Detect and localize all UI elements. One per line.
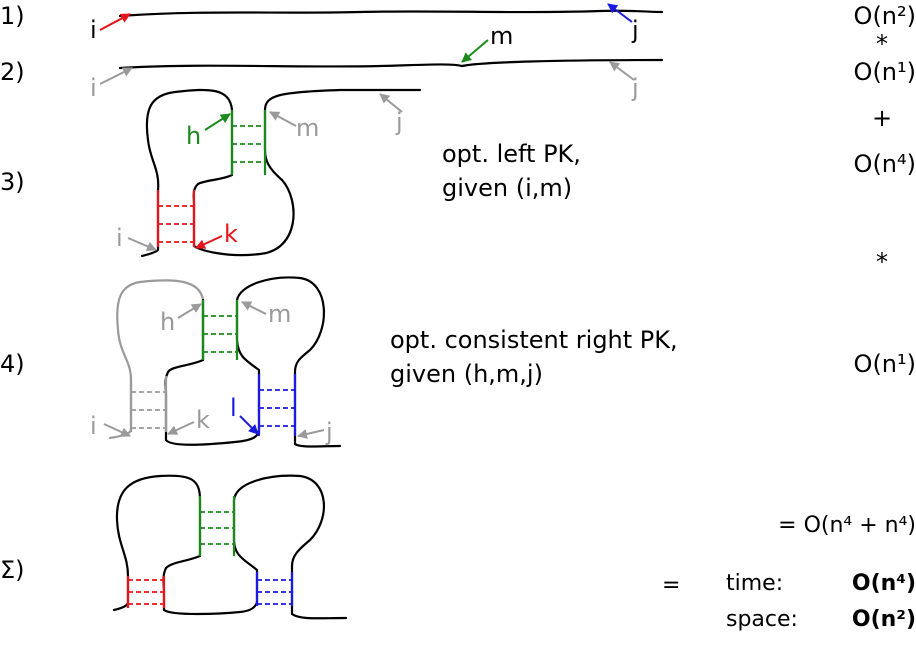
- row3-label-m: m: [296, 114, 319, 142]
- step-label-3: 3): [0, 168, 25, 196]
- row1-label-m: m: [490, 22, 513, 50]
- row4-label-m: m: [268, 300, 291, 328]
- row3-arrow-h: [204, 113, 231, 131]
- step-label-4: 4): [0, 350, 25, 378]
- row2-arrow-i: [99, 67, 133, 85]
- row2-arrow-j: [609, 61, 635, 81]
- row1-arrow-i: [99, 13, 131, 31]
- row1-bottom-strand: [118, 58, 664, 70]
- row1-label-j: j: [631, 16, 639, 44]
- space-value: O(n²): [852, 607, 916, 632]
- row3-arrow-j: [379, 93, 403, 113]
- row3-description-line1: opt. left PK,: [442, 140, 581, 168]
- operator-times-2: *: [876, 248, 888, 276]
- row4-strand-gray: [108, 279, 205, 440]
- step-label-2: 2): [0, 58, 25, 86]
- row4-label-i: i: [90, 412, 97, 440]
- row3-label-j: j: [395, 108, 403, 136]
- sum-equals: =: [662, 573, 680, 598]
- row1-label-i: i: [90, 16, 97, 44]
- operator-plus: +: [872, 104, 892, 132]
- row4-arrow-i: [103, 423, 131, 437]
- row2-annotations: i j: [90, 61, 639, 102]
- row1-strands: i j m: [90, 3, 664, 70]
- step-label-1: 1): [0, 2, 25, 30]
- complexity-1: O(n²): [854, 2, 916, 30]
- complexity-3: O(n⁴): [854, 150, 916, 178]
- time-value: O(n⁴): [852, 571, 916, 596]
- row4-strand-black: [164, 276, 342, 448]
- row3-arrow-i: [127, 237, 157, 252]
- row4-label-l: l: [230, 394, 237, 422]
- row4-arrow-m: [241, 301, 267, 315]
- space-label: space:: [726, 607, 798, 632]
- row3-description-line2: given (i,m): [442, 174, 572, 202]
- operator-times-1: *: [876, 30, 888, 58]
- row4-structure: h m i k l j: [90, 276, 342, 448]
- row4-label-k: k: [196, 406, 210, 434]
- row1-arrow-m: [461, 39, 489, 63]
- row3-label-h: h: [186, 122, 201, 150]
- row3-arrow-m: [269, 111, 297, 127]
- row4-label-h: h: [160, 308, 175, 336]
- row1-top-strand: [118, 9, 664, 18]
- row2-label-j: j: [631, 74, 639, 102]
- row3-strand-outer: [140, 88, 422, 258]
- row3-arrow-k: [195, 235, 223, 249]
- row3-structure: h m j i k: [116, 88, 422, 258]
- sum-structure: [112, 474, 348, 620]
- row4-description-line1: opt. consistent right PK,: [390, 326, 678, 354]
- row4-arrow-h: [177, 303, 202, 319]
- row4-label-j: j: [325, 418, 333, 446]
- time-label: time:: [726, 571, 783, 596]
- row4-arrow-j: [297, 429, 325, 439]
- row2-label-i: i: [90, 74, 97, 102]
- row4-description-line2: given (h,m,j): [390, 360, 543, 388]
- row3-label-i: i: [116, 224, 123, 252]
- step-label-sum: Σ): [0, 556, 25, 584]
- sum-strand: [112, 474, 348, 620]
- row1-arrow-j: [607, 3, 633, 23]
- row4-arrow-l: [239, 415, 259, 435]
- complexity-4: O(n¹): [854, 350, 916, 378]
- row4-arrow-k: [167, 421, 195, 435]
- sum-total: = O(n⁴ + n⁴): [778, 513, 916, 538]
- row3-label-k: k: [224, 220, 238, 248]
- complexity-2: O(n¹): [854, 58, 916, 86]
